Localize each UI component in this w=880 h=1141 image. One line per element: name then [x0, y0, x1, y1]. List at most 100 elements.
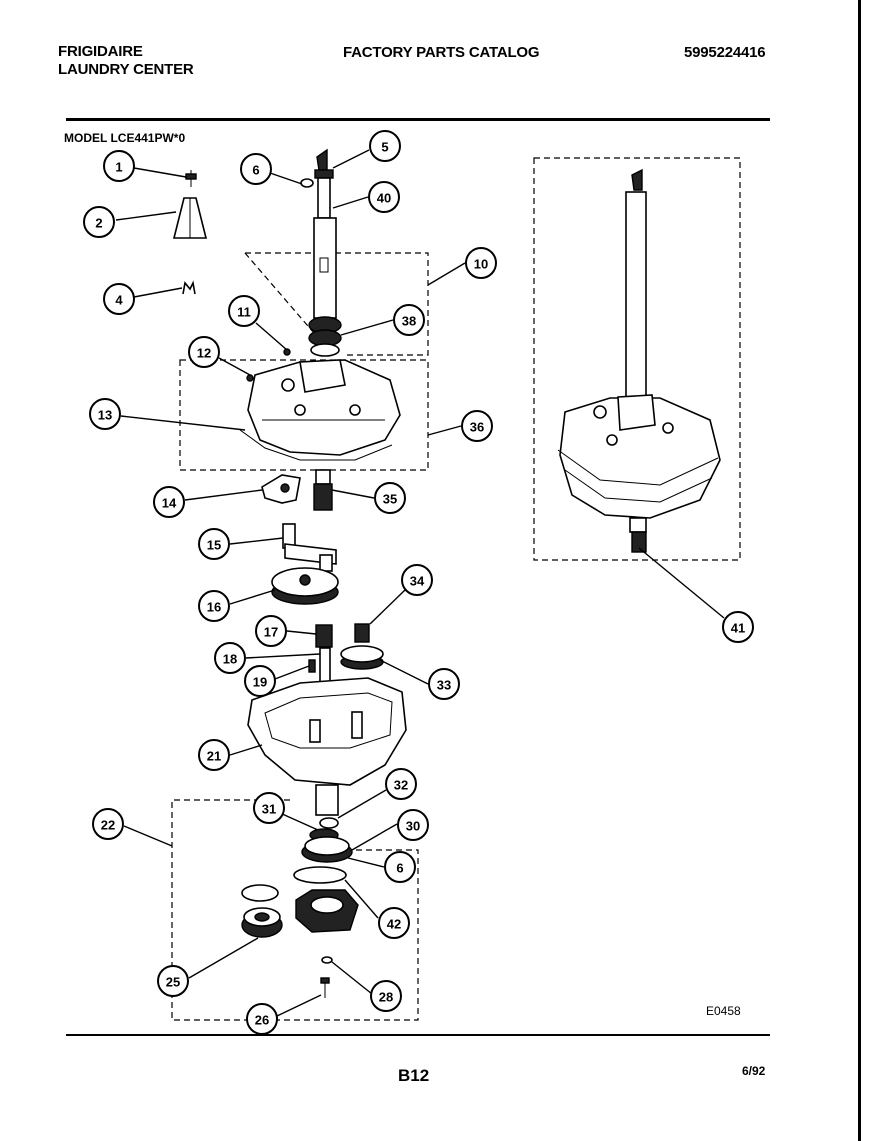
callout-42: 42 — [378, 907, 410, 939]
part-25-brake — [241, 907, 283, 938]
model-label: MODEL LCE441PW*0 — [64, 131, 186, 145]
callout-6: 6 — [240, 153, 272, 185]
callout-label: 14 — [162, 496, 177, 511]
callout-label: 18 — [223, 652, 237, 667]
callout-label: 6 — [396, 861, 403, 876]
callout-31: 31 — [253, 792, 285, 824]
part-30-pulley — [301, 836, 353, 863]
callout-38: 38 — [393, 304, 425, 336]
callout-label: 17 — [264, 625, 278, 640]
callout-14: 14 — [153, 486, 185, 518]
callout-label: 36 — [470, 420, 484, 435]
callout-label: 33 — [437, 678, 451, 693]
callout-label: 32 — [394, 778, 408, 793]
callout-label: 40 — [377, 191, 391, 206]
callout-4: 4 — [103, 283, 135, 315]
callout-26: 26 — [246, 1003, 278, 1035]
group-box-36 — [179, 359, 429, 471]
callout-label: 42 — [387, 917, 401, 932]
callout-1: 1 — [103, 150, 135, 182]
callout-35: 35 — [374, 482, 406, 514]
part-11-screw — [283, 348, 291, 356]
callout-33: 33 — [428, 668, 460, 700]
callout-label: 31 — [262, 802, 276, 817]
callout-label: 21 — [207, 749, 221, 764]
callout-22: 22 — [92, 808, 124, 840]
leader-lines — [115, 149, 725, 1017]
part-25-ring — [241, 884, 279, 902]
callout-21: 21 — [198, 739, 230, 771]
callout-17: 17 — [255, 615, 287, 647]
part-36-transmission-cover — [247, 359, 401, 456]
callout-label: 6 — [252, 163, 259, 178]
group-box-41 — [533, 157, 741, 561]
callout-label: 5 — [381, 140, 388, 155]
callout-18: 18 — [214, 642, 246, 674]
callout-label: 15 — [207, 538, 221, 553]
part-28-washer — [321, 956, 333, 964]
part-19-key — [308, 659, 316, 673]
callout-2: 2 — [83, 206, 115, 238]
group-box-22 — [171, 799, 419, 1021]
part-17-gear — [315, 624, 333, 648]
callout-label: 25 — [166, 975, 180, 990]
part-40-agitator-shaft — [308, 148, 342, 357]
part-13-gasket — [239, 429, 393, 461]
catalog-title: FACTORY PARTS CATALOG — [343, 44, 540, 61]
callout-36: 36 — [461, 410, 493, 442]
callout-label: 12 — [197, 346, 211, 361]
callout-label: 11 — [237, 305, 251, 320]
callout-10: 10 — [465, 247, 497, 279]
part-35-pinion-gear — [313, 469, 333, 511]
callout-12: 12 — [188, 336, 220, 368]
callout-16: 16 — [198, 590, 230, 622]
part-42-clutch — [295, 889, 359, 933]
callout-19: 19 — [244, 665, 276, 697]
part-12-screw — [246, 374, 254, 382]
callout-label: 1 — [115, 160, 122, 175]
callout-label: 34 — [410, 574, 425, 589]
part-4-clip — [182, 280, 196, 295]
part-15-crank — [282, 523, 337, 572]
callout-5: 5 — [369, 130, 401, 162]
callout-25: 25 — [157, 965, 189, 997]
catalog-number: 5995224416 — [684, 44, 766, 61]
callout-40: 40 — [368, 181, 400, 213]
callout-label: 28 — [379, 990, 393, 1005]
brand-name: FRIGIDAIRE — [58, 43, 143, 60]
callout-label: 30 — [406, 819, 420, 834]
product-line: LAUNDRY CENTER — [58, 61, 194, 78]
callout-label: 10 — [474, 257, 488, 272]
callout-label: 13 — [98, 408, 112, 423]
callout-label: 41 — [731, 621, 745, 636]
callout-15: 15 — [198, 528, 230, 560]
page-number: B12 — [398, 1066, 430, 1085]
callout-6-lower: 6 — [384, 851, 416, 883]
callout-label: 22 — [101, 818, 115, 833]
callout-41: 41 — [722, 611, 754, 643]
callout-34: 34 — [401, 564, 433, 596]
callout-28: 28 — [370, 980, 402, 1012]
part-1-screw — [185, 170, 197, 187]
callout-label: 19 — [253, 675, 267, 690]
callout-32: 32 — [385, 768, 417, 800]
callout-11: 11 — [228, 295, 260, 327]
footer-rule — [66, 1034, 770, 1036]
callout-label: 16 — [207, 600, 221, 615]
header-rule — [66, 118, 770, 121]
part-42-seal — [293, 866, 347, 884]
callout-13: 13 — [89, 398, 121, 430]
callout-30: 30 — [397, 809, 429, 841]
callout-label: 2 — [95, 216, 102, 231]
part-34-pinion — [354, 623, 370, 643]
page-date: 6/92 — [742, 1064, 766, 1078]
part-21-gear-case — [247, 677, 407, 816]
callout-label: 38 — [402, 314, 416, 329]
part-26-bolt — [320, 977, 330, 998]
callout-label: 35 — [383, 492, 397, 507]
part-6-ring — [300, 178, 314, 188]
part-33-idler-gear — [340, 645, 384, 670]
part-32-washer — [319, 817, 339, 829]
callout-label: 4 — [115, 293, 123, 308]
